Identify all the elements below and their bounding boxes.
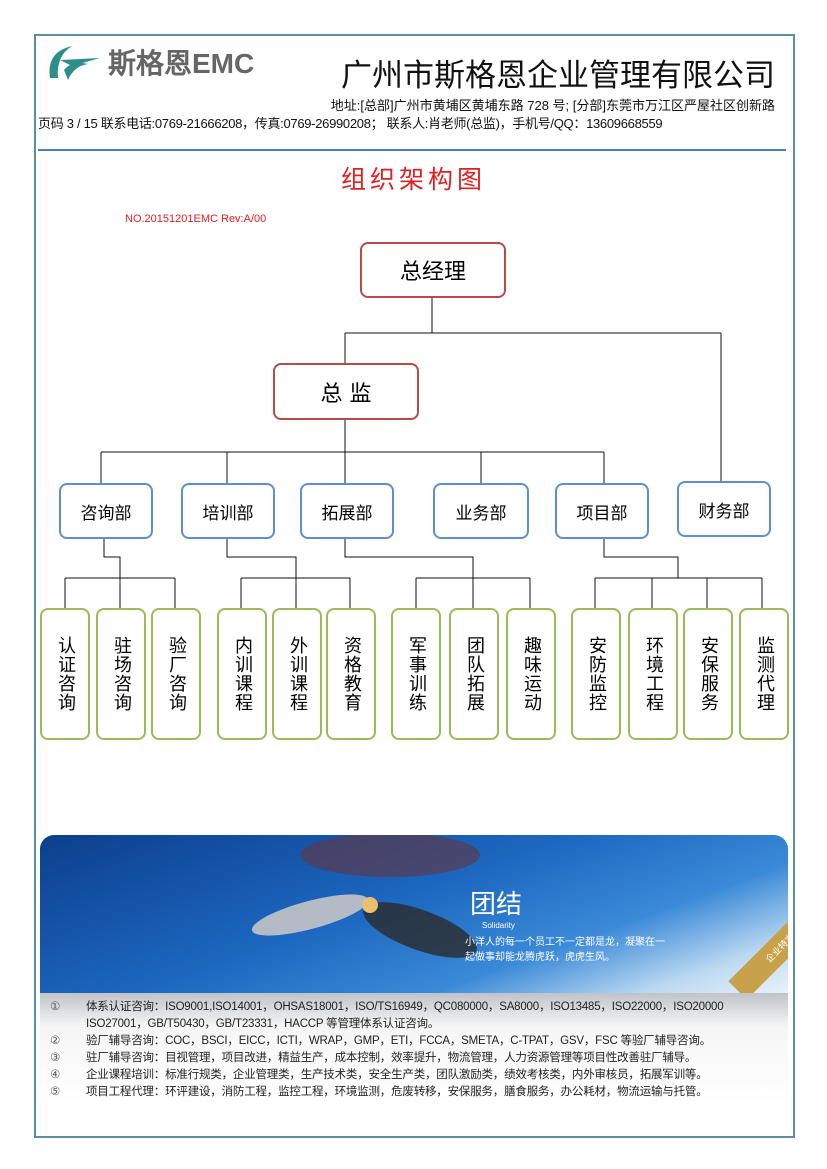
company-logo: 斯格恩EMC (42, 40, 254, 84)
logo-text: 斯格恩EMC (108, 48, 255, 79)
header-divider (38, 149, 786, 151)
unit-box: 内训课程 (217, 608, 267, 740)
unit-box: 验厂咨询 (151, 608, 201, 740)
company-name: 广州市斯格恩企业管理有限公司 (341, 58, 775, 94)
unit-box: 军事训练 (391, 608, 441, 740)
dept-consulting: 咨询部 (59, 483, 153, 539)
unit-box: 外训课程 (272, 608, 322, 740)
unit-box: 驻场咨询 (96, 608, 146, 740)
page-frame (34, 34, 795, 1138)
general-manager-box: 总经理 (360, 242, 506, 298)
service-item: ISO27001，GB/T50430，GB/T23331，HACCP 等管理体系… (86, 1018, 440, 1030)
document-number: NO.20151201EMC Rev:A/00 (125, 213, 267, 225)
dept-project: 项目部 (555, 483, 649, 539)
unit-box: 安保服务 (683, 608, 733, 740)
dept-business: 业务部 (433, 483, 529, 539)
address: 地址:[总部]广州市黄埔区黄埔东路 728 号; [分部]东莞市万江区严屋社区创… (330, 98, 775, 113)
unit-box: 资格教育 (326, 608, 376, 740)
org-connectors (64, 297, 763, 608)
unit-box: 团队拓展 (449, 608, 499, 740)
banner-subheading: Solidarity (482, 921, 515, 930)
page-title: 组织架构图 (340, 165, 486, 194)
unit-box: 认证咨询 (40, 608, 90, 740)
banner-line-1: 小洋人的每一个员工不一定都是龙，凝聚在一 (465, 937, 665, 948)
dept-finance: 财务部 (677, 481, 771, 537)
banner-line-2: 起做事却能龙腾虎跃，虎虎生风。 (465, 952, 615, 963)
unit-box: 环境工程 (628, 608, 678, 740)
logo-bird-icon (49, 46, 100, 80)
dept-expansion: 拓展部 (300, 483, 394, 539)
dept-training: 培训部 (181, 483, 275, 539)
unit-box: 趣味运动 (506, 608, 556, 740)
banner-ribbon: 企业特言 (728, 896, 788, 993)
unit-box: 监测代理 (739, 608, 789, 740)
director-box: 总 监 (273, 363, 419, 420)
banner-heading: 团结 (470, 890, 523, 920)
unit-box: 安防监控 (571, 608, 621, 740)
solidarity-banner: 团结 Solidarity 小洋人的每一个员工不一定都是龙，凝聚在一 起做事却能… (40, 835, 788, 993)
skydivers-image (251, 835, 480, 958)
contact-info: 页码 3 / 15 联系电话:0769-21666208，传真:0769-269… (38, 116, 663, 131)
